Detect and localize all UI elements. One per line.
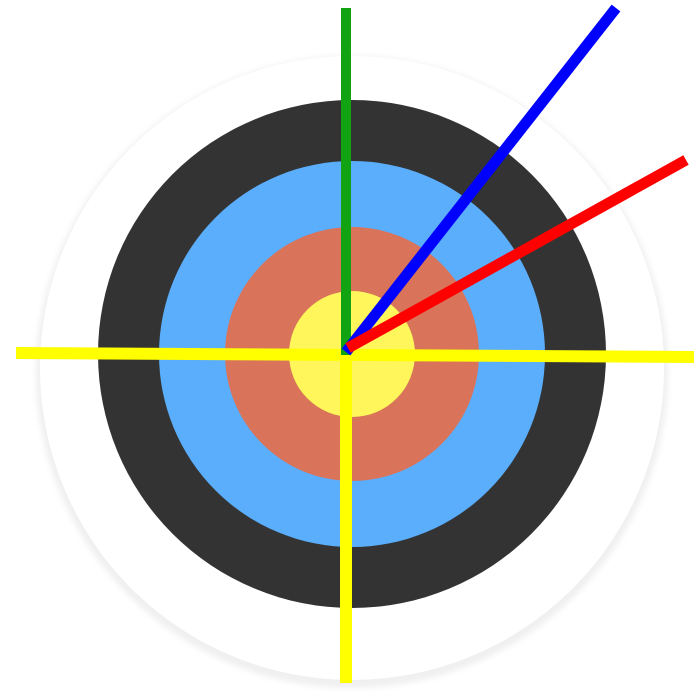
horizontal-yellow-line xyxy=(16,353,694,357)
